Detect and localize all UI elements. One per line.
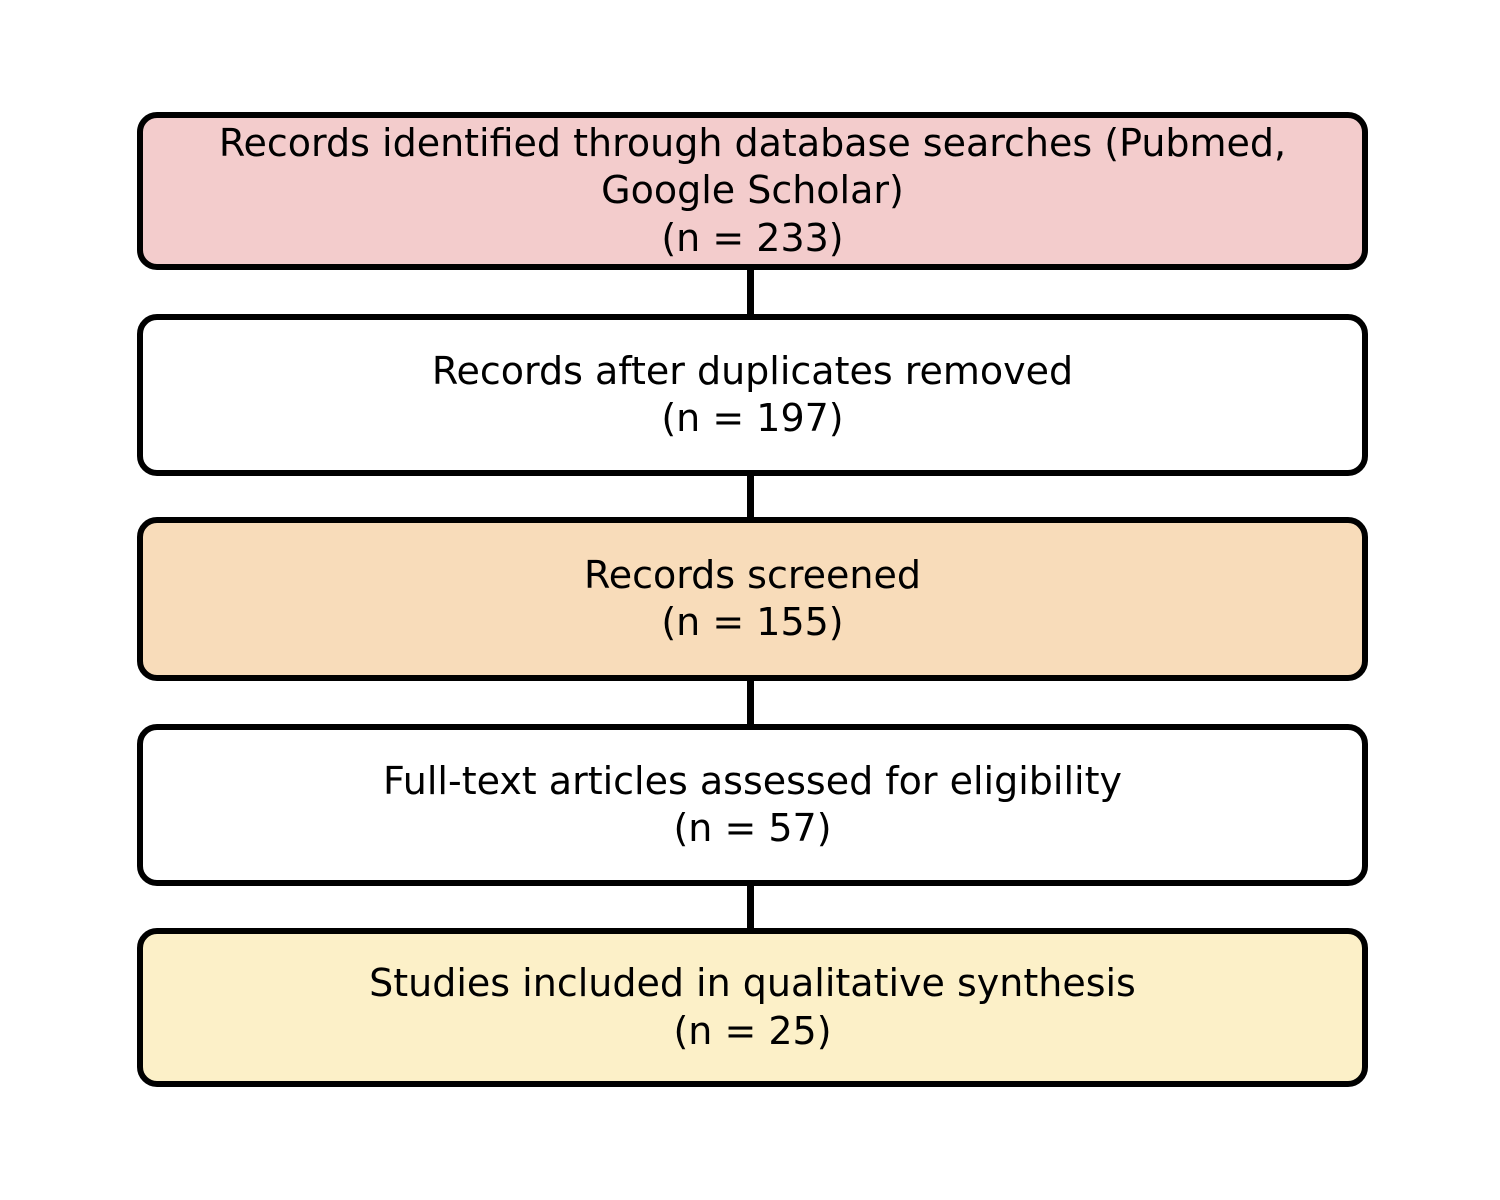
box-count: (n = 155) bbox=[661, 600, 844, 644]
box-count: (n = 57) bbox=[673, 806, 832, 850]
box-label: Studies included in qualitative synthesi… bbox=[369, 961, 1136, 1006]
box-label: Full-text articles assessed for eligibil… bbox=[383, 758, 1122, 803]
connector-line-4 bbox=[747, 880, 754, 934]
flow-box-records-identified: Records identified through database sear… bbox=[137, 112, 1368, 270]
connector-line-1 bbox=[747, 264, 754, 320]
flow-box-studies-included: Studies included in qualitative synthesi… bbox=[137, 928, 1368, 1087]
flow-box-duplicates-removed: Records after duplicates removed (n = 19… bbox=[137, 314, 1368, 476]
box-label: Records after duplicates removed bbox=[431, 348, 1074, 393]
connector-line-3 bbox=[747, 675, 754, 730]
box-label: Records identified through database sear… bbox=[218, 121, 1287, 213]
box-count: (n = 197) bbox=[661, 396, 844, 440]
connector-line-2 bbox=[747, 470, 754, 523]
box-count: (n = 233) bbox=[661, 215, 844, 260]
flow-box-records-screened: Records screened (n = 155) bbox=[137, 517, 1368, 681]
flow-box-fulltext-assessed: Full-text articles assessed for eligibil… bbox=[137, 724, 1368, 886]
box-label: Records screened bbox=[584, 552, 921, 597]
box-count: (n = 25) bbox=[673, 1008, 832, 1053]
